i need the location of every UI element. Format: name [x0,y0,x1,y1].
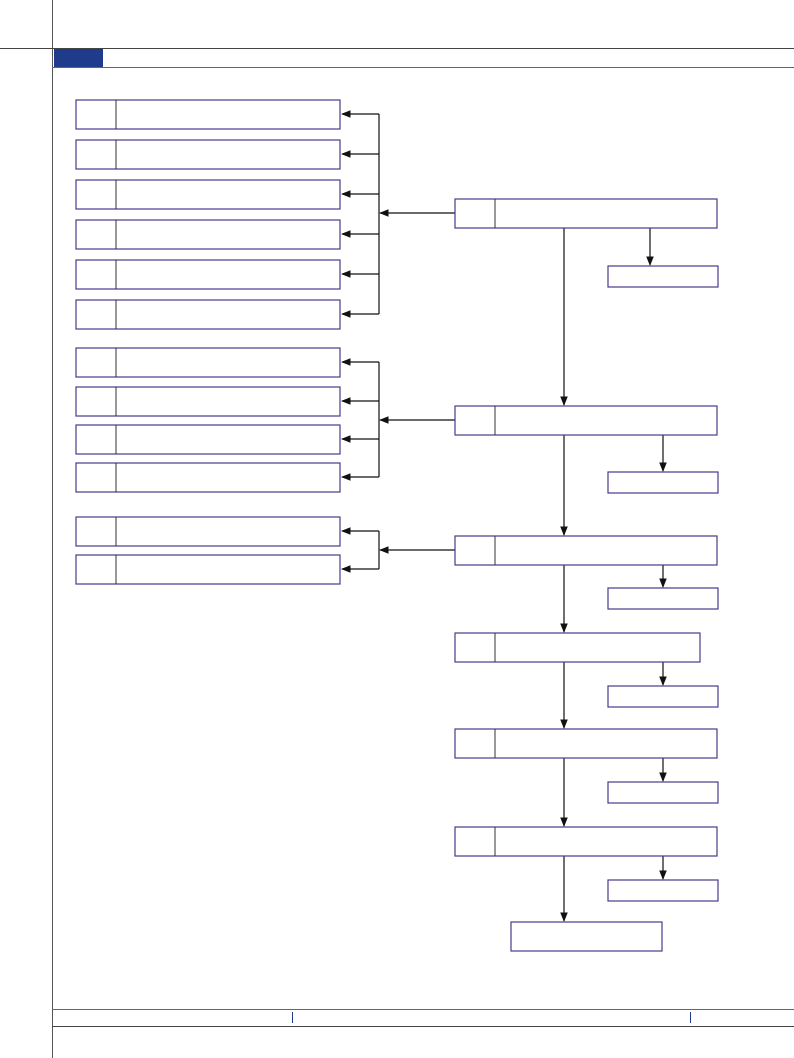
header-subrule [52,67,794,68]
left-group-2-item-1 [75,347,341,378]
main-step-3-frame [454,535,718,566]
note-step-2 [607,471,719,494]
end-node [510,921,663,952]
main-step-2 [454,405,718,436]
main-step-4-frame [454,632,701,663]
note-step-3-frame [607,587,719,610]
left-group-1-item-1-frame [75,99,341,130]
left-group-1-item-6-frame [75,299,341,330]
main-step-4 [454,632,701,663]
end-node-frame [510,921,663,952]
left-group-1-item-1 [75,99,341,130]
main-step-1 [454,198,718,229]
left-group-2-item-4 [75,462,341,493]
note-step-4-frame [607,685,719,708]
footer-divider-right [690,1012,691,1023]
main-step-1-frame [454,198,718,229]
left-group-2-item-2 [75,386,341,417]
note-step-1-frame [607,265,719,288]
note-step-2-frame [607,471,719,494]
left-group-1-item-5-frame [75,259,341,290]
footer-divider-left [292,1012,293,1023]
left-group-2-item-1-frame [75,347,341,378]
left-group-3-item-1 [75,516,341,547]
note-step-6-frame [607,879,719,902]
left-group-1-item-3 [75,179,341,210]
header-rule [0,48,794,49]
note-step-6 [607,879,719,902]
left-group-1-item-2-frame [75,139,341,170]
left-group-2-item-3-frame [75,424,341,455]
note-step-1 [607,265,719,288]
footer-subrule [52,1026,794,1027]
note-step-3 [607,587,719,610]
left-group-3-item-2-frame [75,554,341,585]
main-step-6-frame [454,826,718,857]
main-step-2-frame [454,405,718,436]
left-group-3-item-1-frame [75,516,341,547]
main-step-6 [454,826,718,857]
left-group-1-item-3-frame [75,179,341,210]
footer-rule [52,1009,794,1010]
left-margin-line [52,0,53,1058]
left-group-3-item-2 [75,554,341,585]
left-group-1-item-2 [75,139,341,170]
left-group-2-item-2-frame [75,386,341,417]
header-color-tab [54,49,103,67]
left-group-2-item-3 [75,424,341,455]
main-step-5 [454,728,718,759]
main-step-5-frame [454,728,718,759]
left-group-2-item-4-frame [75,462,341,493]
left-group-1-item-6 [75,299,341,330]
note-step-5-frame [607,781,719,804]
main-step-3 [454,535,718,566]
note-step-5 [607,781,719,804]
left-group-1-item-4 [75,219,341,250]
left-group-1-item-4-frame [75,219,341,250]
left-group-1-item-5 [75,259,341,290]
note-step-4 [607,685,719,708]
